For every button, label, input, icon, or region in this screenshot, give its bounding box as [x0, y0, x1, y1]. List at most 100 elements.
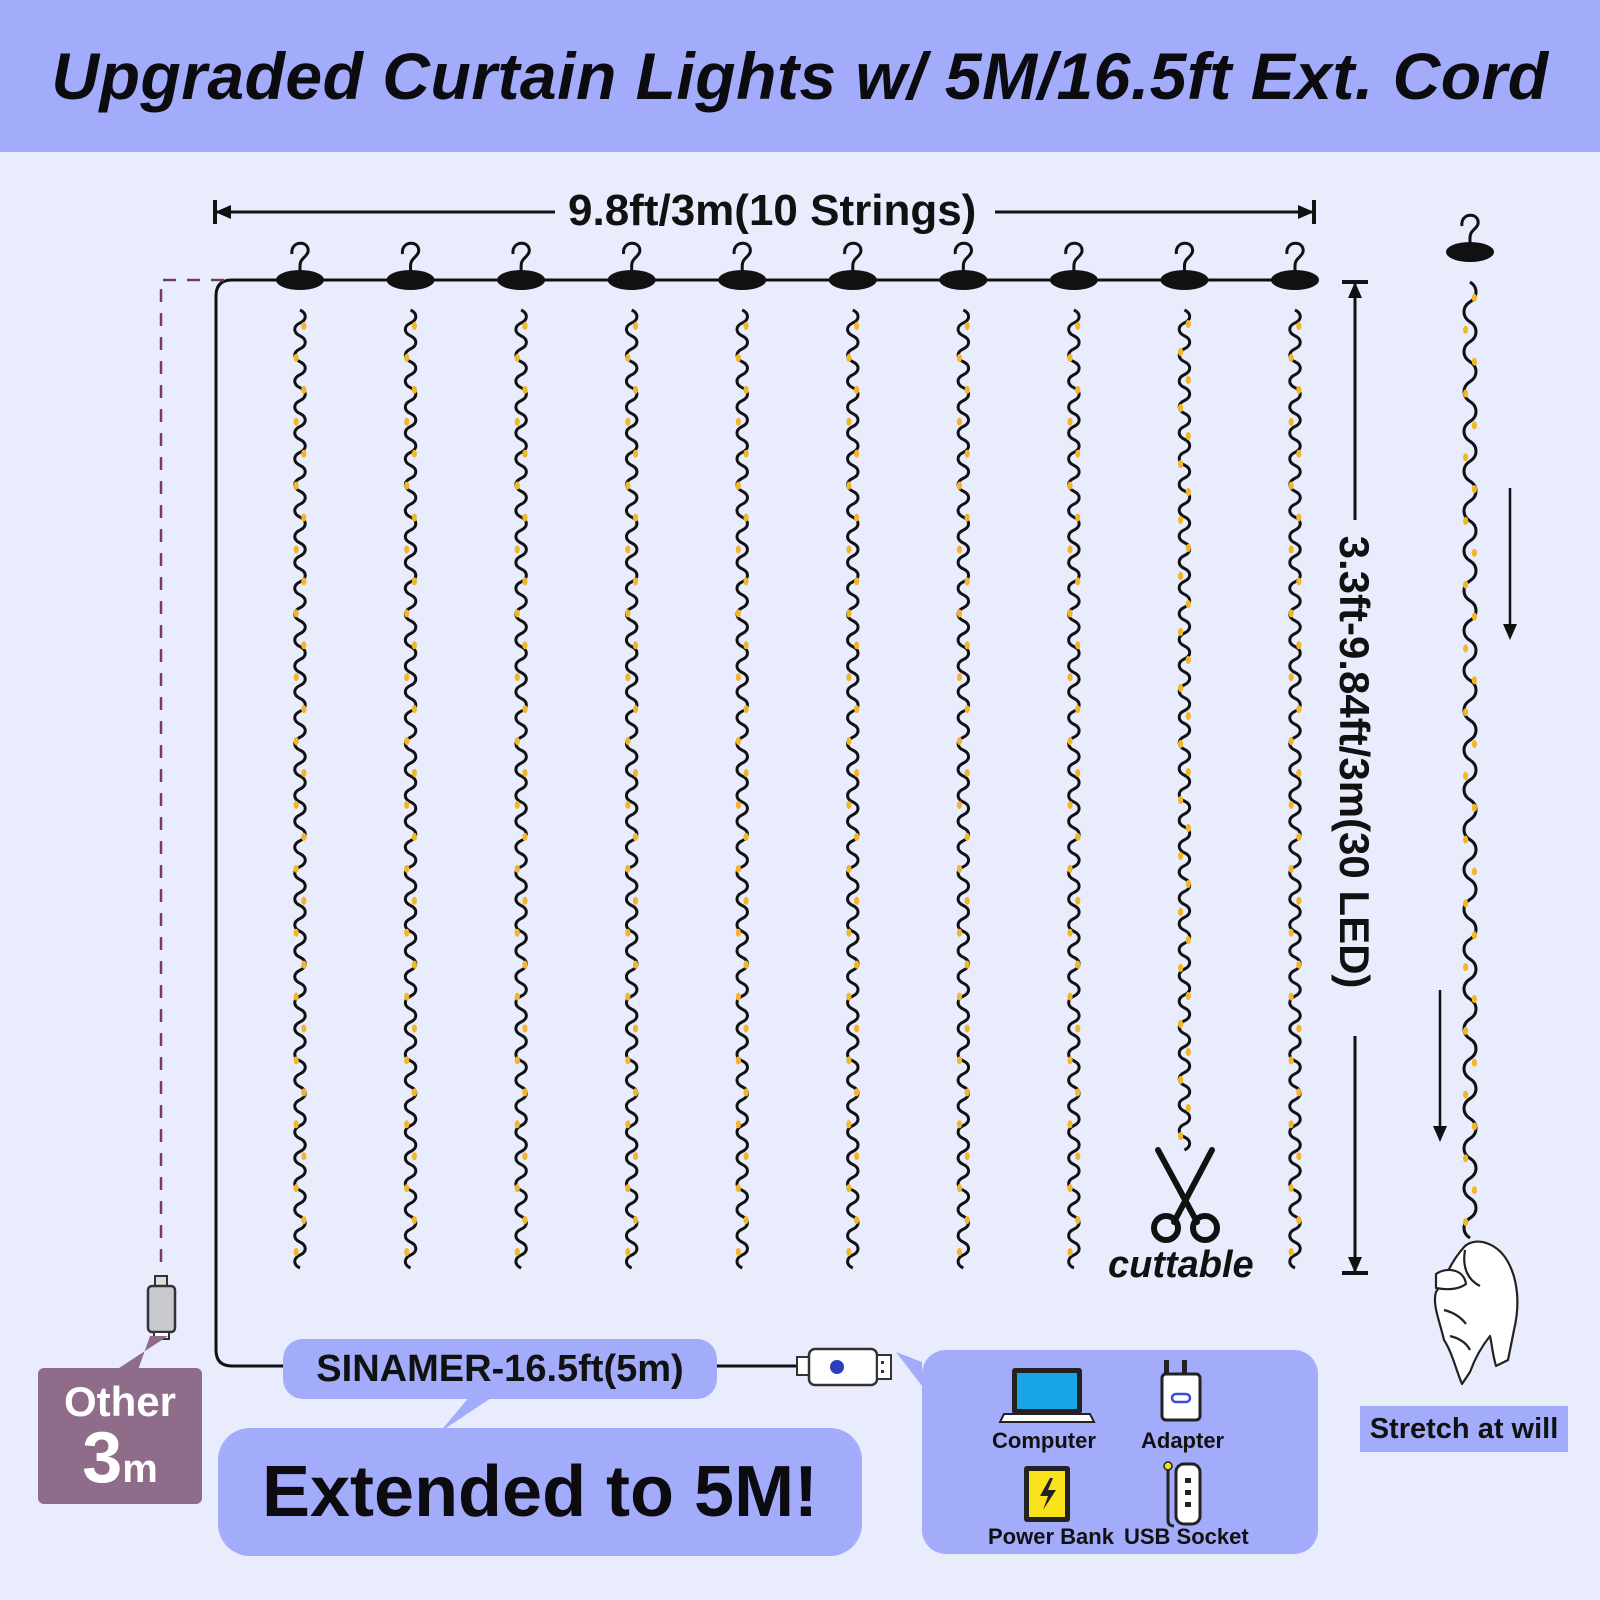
power-sources-box: Computer Adapter Power Bank USB Socket	[922, 1350, 1318, 1554]
power-bank-icon	[1024, 1466, 1070, 1522]
string-6-led	[846, 1056, 852, 1065]
stretched-string-led	[1471, 867, 1477, 876]
stretched-string-led	[1471, 357, 1477, 366]
feed-cable	[214, 278, 300, 1368]
string-9-led	[1185, 488, 1191, 496]
string-1-led	[301, 513, 307, 522]
string-10-led	[1288, 864, 1294, 873]
stretched-string-led	[1463, 771, 1469, 780]
string-9-led	[1177, 964, 1184, 972]
string-5-led	[743, 705, 749, 714]
power-callout-tail	[896, 1352, 922, 1386]
string-1-led	[293, 928, 299, 937]
height-label: 3.3ft-9.84ft/3m(30 LED)	[1330, 523, 1378, 1001]
string-10-led	[1296, 705, 1302, 714]
string-1-led	[293, 737, 299, 746]
string-10-led	[1296, 896, 1302, 905]
string-6-led	[846, 1184, 852, 1193]
string-3-led	[514, 673, 520, 682]
string-8-hook-icon	[1064, 241, 1084, 280]
string-9-clip	[1160, 270, 1209, 290]
string-2-led	[411, 1216, 418, 1225]
string-5-led	[735, 609, 741, 618]
string-9-led	[1185, 712, 1191, 720]
string-4-led	[625, 992, 631, 1001]
string-7-led	[956, 1120, 963, 1129]
string-10-led	[1296, 385, 1302, 394]
string-10-clip	[1271, 270, 1319, 290]
string-8-led	[1067, 1056, 1073, 1065]
string-8-led	[1067, 609, 1073, 618]
string-10-led	[1288, 1120, 1294, 1129]
string-6-led	[854, 1024, 860, 1033]
stretch-label: Stretch at will	[1369, 1412, 1559, 1445]
string-7-led	[956, 417, 963, 426]
string-2-led	[404, 737, 410, 746]
stretched-string-led	[1463, 389, 1469, 398]
string-10-led	[1296, 1024, 1302, 1033]
string-10-led	[1296, 577, 1302, 586]
string-3-wire	[514, 308, 528, 1270]
string-5-hook-icon	[732, 241, 752, 280]
string-6-led	[854, 896, 860, 905]
string-1-led	[293, 481, 299, 490]
string-3-led	[522, 832, 528, 841]
string-2-led	[411, 641, 418, 650]
string-8-led	[1067, 737, 1073, 746]
string-8-led	[1067, 864, 1073, 873]
string-9-led	[1177, 852, 1184, 860]
string-2-led	[404, 1120, 410, 1129]
string-6-led	[846, 417, 852, 426]
string-7-led	[956, 545, 963, 554]
string-3-led	[514, 353, 520, 362]
string-2-led	[411, 960, 418, 969]
hand-icon	[1433, 1240, 1519, 1386]
string-9-led	[1177, 796, 1184, 804]
string-3-led	[514, 417, 520, 426]
string-10-led	[1288, 800, 1294, 809]
string-1-led	[293, 417, 299, 426]
string-3-led	[514, 992, 520, 1001]
string-2-led	[404, 1248, 410, 1257]
string-3-clip	[497, 270, 546, 290]
string-9-led	[1185, 544, 1191, 552]
string-8-led	[1075, 513, 1081, 522]
string-2-led	[411, 1024, 418, 1033]
string-5-led	[735, 1056, 741, 1065]
string-5-led	[743, 769, 749, 778]
string-7-led	[956, 864, 963, 873]
string-1-led	[301, 960, 307, 969]
string-2-clip	[386, 270, 435, 290]
string-3-led	[522, 1088, 528, 1097]
string-5-led	[735, 928, 741, 937]
stretched-string-led	[1463, 1026, 1469, 1035]
string-4-led	[632, 641, 639, 650]
string-1-led	[293, 1056, 299, 1065]
string-9-led	[1185, 432, 1191, 440]
string-9-led	[1185, 320, 1191, 328]
string-10-led	[1288, 481, 1294, 490]
string-8-led	[1067, 353, 1073, 362]
string-6-led	[846, 800, 852, 809]
computer-label: Computer	[992, 1428, 1096, 1453]
string-9-led	[1177, 908, 1184, 916]
stretched-string-led	[1463, 580, 1469, 589]
stretched-string-led	[1463, 325, 1469, 334]
string-8-led	[1075, 1216, 1081, 1225]
string-1-led	[293, 673, 299, 682]
string-6-led	[854, 705, 860, 714]
other-value: 3m	[82, 1418, 158, 1498]
string-7-led	[964, 321, 970, 330]
string-2-led	[411, 832, 418, 841]
string-4-led	[632, 769, 639, 778]
string-4-led	[632, 385, 639, 394]
string-2-led	[411, 385, 418, 394]
string-1-led	[293, 545, 299, 554]
string-5-led	[735, 864, 741, 873]
string-10-led	[1288, 928, 1294, 937]
string-1-led	[301, 449, 307, 458]
string-8-led	[1075, 449, 1081, 458]
string-1-led	[293, 864, 299, 873]
string-7-wire	[956, 308, 971, 1270]
string-4-led	[625, 417, 631, 426]
